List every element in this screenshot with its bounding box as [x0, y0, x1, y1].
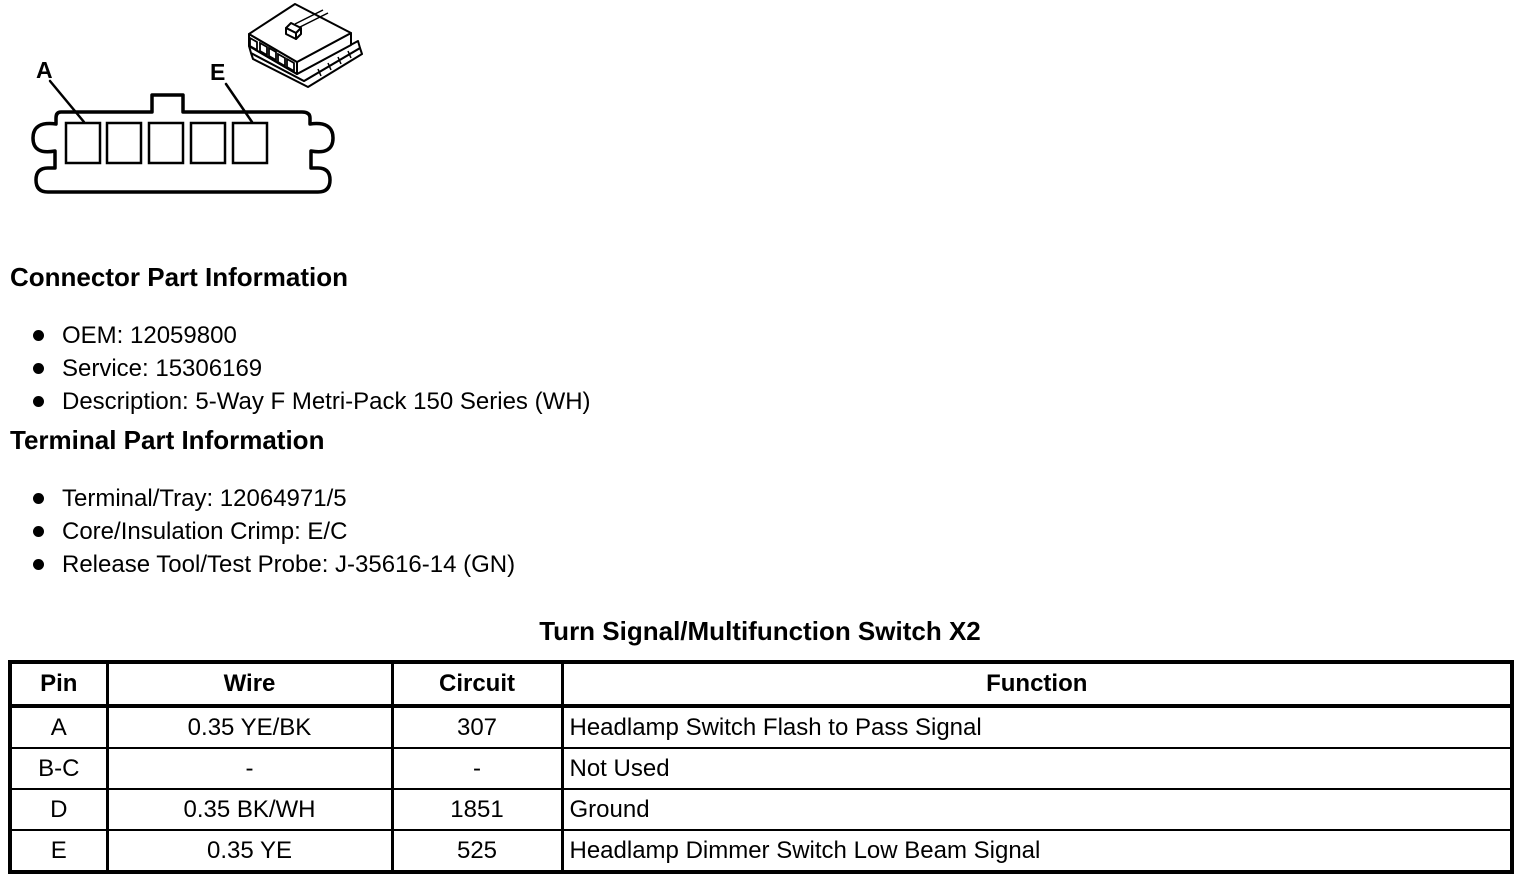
- wire-cell: 0.35 YE: [105, 829, 394, 873]
- pin-e-label: E: [210, 59, 225, 85]
- list-item: Service: 15306169: [33, 352, 591, 385]
- pin-cell: D: [8, 788, 109, 831]
- cavity-d: [189, 121, 227, 165]
- list-item: Description: 5-Way F Metri-Pack 150 Seri…: [33, 385, 591, 418]
- circuit-cell: -: [390, 747, 564, 790]
- cavity-e: [231, 121, 269, 165]
- function-cell: Headlamp Dimmer Switch Low Beam Signal: [560, 829, 1514, 873]
- pin-cell: A: [8, 705, 109, 749]
- function-cell: Headlamp Switch Flash to Pass Signal: [560, 705, 1514, 749]
- cavity-b: [105, 121, 143, 165]
- connector-front-view-icon: A E: [31, 57, 335, 194]
- wire-cell: 0.35 YE/BK: [105, 705, 394, 749]
- circuit-cell: 525: [390, 829, 564, 873]
- bullet-icon: [33, 493, 44, 504]
- pin-a-leader-line: [48, 79, 86, 124]
- bullet-icon: [33, 330, 44, 341]
- column-header-pin: Pin: [8, 660, 109, 708]
- list-item-text: Terminal/Tray: 12064971/5: [62, 484, 347, 512]
- bullet-icon: [33, 396, 44, 407]
- pinout-table: Pin Wire Circuit Function A 0.35 YE/BK 3…: [8, 660, 1514, 874]
- list-item: Release Tool/Test Probe: J-35616-14 (GN): [33, 548, 515, 581]
- list-item-text: OEM: 12059800: [62, 321, 237, 349]
- pin-cell: B-C: [8, 747, 109, 790]
- function-cell: Not Used: [560, 747, 1514, 790]
- connector-part-information-heading: Connector Part Information: [10, 262, 349, 292]
- connector-diagram: A E: [31, 3, 363, 194]
- table-header-row: Pin Wire Circuit Function: [8, 660, 1514, 708]
- table-row: D 0.35 BK/WH 1851 Ground: [8, 788, 1514, 831]
- cavity-c: [147, 121, 185, 165]
- list-item: Core/Insulation Crimp: E/C: [33, 515, 515, 548]
- list-item: Terminal/Tray: 12064971/5: [33, 482, 515, 515]
- connector-isometric-view-icon: [248, 3, 363, 88]
- circuit-cell: 1851: [390, 788, 564, 831]
- table-row: B-C - - Not Used: [8, 747, 1514, 790]
- column-header-function: Function: [560, 660, 1514, 708]
- list-item: OEM: 12059800: [33, 319, 591, 352]
- list-item-text: Core/Insulation Crimp: E/C: [62, 517, 348, 545]
- table-row: A 0.35 YE/BK 307 Headlamp Switch Flash t…: [8, 705, 1514, 749]
- list-item-text: Release Tool/Test Probe: J-35616-14 (GN): [62, 550, 516, 578]
- function-cell: Ground: [560, 788, 1514, 831]
- cavity-a: [64, 121, 102, 165]
- column-header-wire: Wire: [105, 660, 394, 708]
- pin-cell: E: [8, 829, 109, 873]
- column-header-circuit: Circuit: [390, 660, 564, 708]
- bullet-icon: [33, 559, 44, 570]
- pin-a-label: A: [36, 57, 53, 83]
- circuit-cell: 307: [390, 705, 564, 749]
- wire-cell: 0.35 BK/WH: [105, 788, 394, 831]
- bullet-icon: [33, 363, 44, 374]
- wire-cell: -: [105, 747, 394, 790]
- table-row: E 0.35 YE 525 Headlamp Dimmer Switch Low…: [8, 829, 1514, 873]
- terminal-part-information-heading: Terminal Part Information: [10, 425, 325, 455]
- connector-info-list: OEM: 12059800 Service: 15306169 Descript…: [33, 319, 591, 418]
- terminal-info-list: Terminal/Tray: 12064971/5 Core/Insulatio…: [33, 482, 515, 581]
- list-item-text: Service: 15306169: [62, 354, 263, 382]
- list-item-text: Description: 5-Way F Metri-Pack 150 Seri…: [62, 387, 591, 415]
- pinout-table-title: Turn Signal/Multifunction Switch X2: [539, 616, 981, 646]
- bullet-icon: [33, 526, 44, 537]
- pin-e-leader-line: [224, 82, 254, 124]
